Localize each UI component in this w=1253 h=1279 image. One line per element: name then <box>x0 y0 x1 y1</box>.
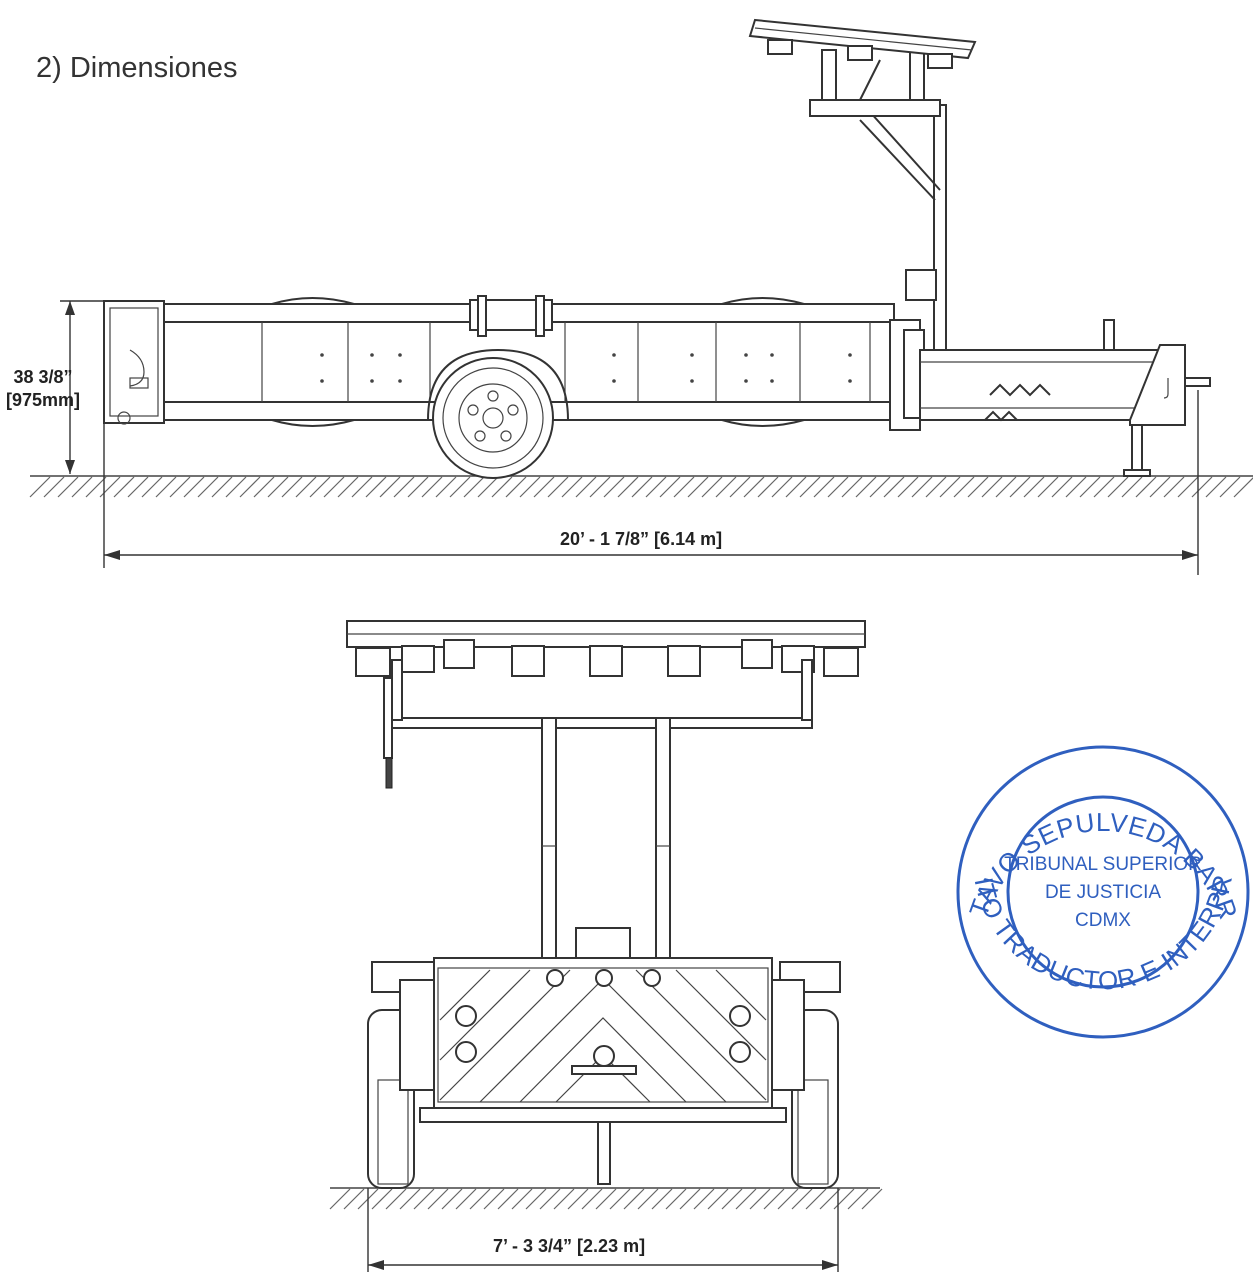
width-dimension-label: 7’ - 3 3/4” [2.23 m] <box>493 1236 646 1256</box>
height-dimension <box>60 300 104 474</box>
side-ground <box>29 475 1253 498</box>
height-metric: [975mm] <box>6 390 81 410</box>
stamp-inner-line3: CDMX <box>1075 910 1131 931</box>
translator-stamp: GUSTAVO SEPULVEDA BARRERA PERITO TRADUCT… <box>956 745 1250 1039</box>
height-imperial: 38 3/8” <box>13 367 73 387</box>
trailer-frame <box>103 18 1211 479</box>
length-dimension <box>103 390 1199 575</box>
width-dimension <box>367 1188 839 1272</box>
stamp-inner-line2: DE JUSTICIA <box>1045 882 1161 903</box>
side-wheel <box>432 357 554 479</box>
arrow-board-rear <box>346 620 866 961</box>
page-title: 2) Dimensiones <box>36 52 238 84</box>
rear-ground <box>329 1187 883 1210</box>
length-dimension-label: 20’ - 1 7/8” [6.14 m] <box>560 529 723 549</box>
trailer-rear <box>367 957 841 1189</box>
stamp-inner-line1: TRIBUNAL SUPERIOR <box>1004 854 1202 875</box>
height-dimension-label: 38 3/8” [975mm] <box>6 366 80 412</box>
